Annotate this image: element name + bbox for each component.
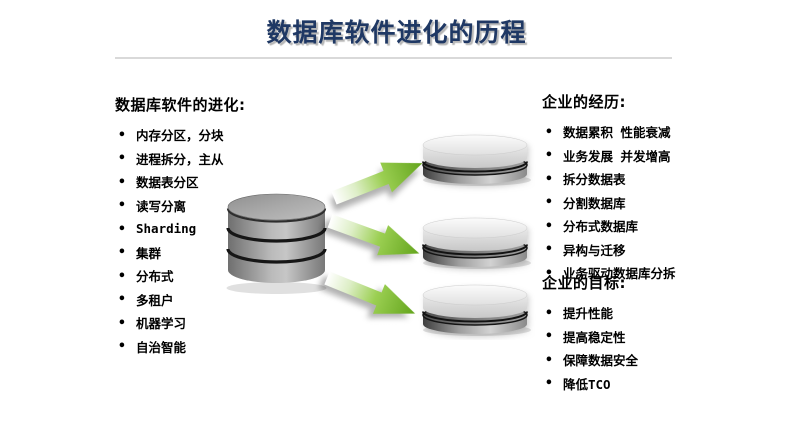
list-item: 分布式数据库 [542, 214, 787, 238]
list-item: 内存分区，分块 [115, 123, 305, 147]
list-item: Sharding [115, 217, 305, 241]
left-panel-list: 内存分区，分块 进程拆分，主从 数据表分区 读写分离 Sharding 集群 分… [115, 123, 305, 358]
list-item-label: 自治智能 [136, 339, 187, 355]
experience-list: 数据累积 性能衰减 业务发展 并发增高 拆分数据表 分割数据库 分布式数据库 异… [542, 120, 787, 285]
list-item: 集群 [115, 241, 305, 265]
list-item-label: 多租户 [136, 292, 174, 308]
list-item: 多租户 [115, 288, 305, 312]
title-divider [115, 57, 672, 59]
arrow-up-right-icon [328, 148, 429, 213]
list-item-label: 降低TCO [563, 376, 611, 392]
target-database-icon-3 [422, 284, 532, 337]
list-item-label: 提升性能 [563, 306, 614, 322]
list-item: 业务发展 并发增高 [542, 144, 787, 168]
list-item: 提高稳定性 [542, 325, 787, 349]
bullet-icon [542, 218, 563, 234]
bullet-icon [115, 268, 136, 284]
list-item-label: 机器学习 [136, 316, 187, 332]
list-item: 数据累积 性能衰减 [542, 120, 787, 144]
list-item: 提升性能 [542, 301, 787, 325]
list-item-label: 业务发展 并发增高 [563, 148, 671, 164]
bullet-icon [542, 352, 563, 368]
bullet-icon [542, 171, 563, 187]
list-item-label: 数据表分区 [136, 175, 199, 191]
bullet-icon [115, 197, 136, 213]
list-item: 异构与迁移 [542, 238, 787, 262]
bullet-icon [115, 338, 136, 354]
list-item: 保障数据安全 [542, 348, 787, 372]
evolution-diagram [226, 134, 532, 337]
right-panel-goals: 企业的目标: 提升性能 提高稳定性 保障数据安全 降低TCO [542, 274, 787, 395]
list-item-label: 分布式数据库 [563, 219, 639, 235]
goals-list: 提升性能 提高稳定性 保障数据安全 降低TCO [542, 301, 787, 395]
bullet-icon [542, 305, 563, 321]
list-item: 进程拆分，主从 [115, 147, 305, 171]
left-panel: 数据库软件的进化: 内存分区，分块 进程拆分，主从 数据表分区 读写分离 Sha… [115, 96, 305, 358]
list-item: 拆分数据表 [542, 167, 787, 191]
list-item-label: 数据累积 性能衰减 [563, 125, 671, 141]
bullet-icon [542, 147, 563, 163]
list-item-label: 保障数据安全 [563, 353, 639, 369]
bullet-icon [115, 127, 136, 143]
bullet-icon [115, 315, 136, 331]
list-item-label: 读写分离 [136, 198, 187, 214]
arrow-right-icon [324, 205, 425, 269]
list-item: 业务驱动数据库分拆 [542, 261, 787, 285]
list-item-label: 分割数据库 [563, 195, 626, 211]
bullet-icon [115, 244, 136, 260]
bullet-icon [542, 194, 563, 210]
bullet-icon [542, 124, 563, 140]
list-item: 自治智能 [115, 335, 305, 359]
bullet-icon [542, 375, 563, 391]
bullet-icon [115, 174, 136, 190]
arrow-down-right-icon [321, 263, 422, 329]
list-item: 数据表分区 [115, 170, 305, 194]
list-item: 分割数据库 [542, 191, 787, 215]
list-item: 机器学习 [115, 311, 305, 335]
bullet-icon [115, 221, 136, 237]
list-item-label: 提高稳定性 [563, 329, 626, 345]
target-database-icon-1 [422, 134, 532, 187]
left-panel-heading: 数据库软件的进化: [115, 96, 246, 114]
list-item: 分布式 [115, 264, 305, 288]
page-title: 数据库软件进化的历程 [266, 18, 527, 47]
list-item-label: 异构与迁移 [563, 242, 626, 258]
list-item-label: 拆分数据表 [563, 172, 626, 188]
source-database-icon [226, 193, 327, 294]
bullet-icon [115, 291, 136, 307]
bullet-icon [115, 150, 136, 166]
right-panel-experience: 企业的经历: 数据累积 性能衰减 业务发展 并发增高 拆分数据表 分割数据库 分… [542, 93, 787, 285]
list-item-label: 进程拆分，主从 [136, 151, 224, 167]
list-item-label: 业务驱动数据库分拆 [563, 266, 676, 282]
target-database-icon-2 [422, 217, 532, 270]
list-item: 读写分离 [115, 194, 305, 218]
goals-heading: 企业的目标: [542, 274, 626, 292]
list-item-label: 内存分区，分块 [136, 128, 224, 144]
bullet-icon [542, 241, 563, 257]
list-item: 降低TCO [542, 372, 787, 396]
list-item-label: Sharding [136, 221, 197, 237]
experience-heading: 企业的经历: [542, 93, 626, 111]
list-item-label: 集群 [136, 245, 162, 261]
list-item-label: 分布式 [136, 269, 174, 285]
bullet-icon [542, 328, 563, 344]
